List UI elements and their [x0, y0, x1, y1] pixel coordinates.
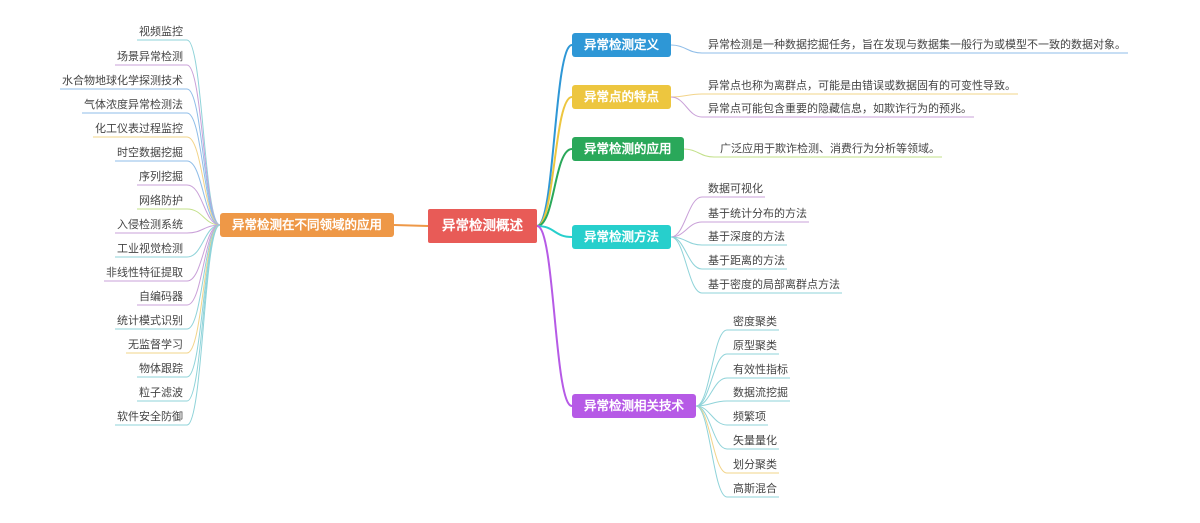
- right-leaf-item[interactable]: 有效性指标: [733, 363, 788, 376]
- connector-line: [536, 225, 573, 238]
- right-leaf-item[interactable]: 密度聚类: [733, 315, 777, 328]
- connector-line: [670, 236, 703, 294]
- left-leaf-item[interactable]: 自编码器: [139, 290, 183, 303]
- right-leaf-item[interactable]: 原型聚类: [733, 339, 777, 352]
- right-leaf-item[interactable]: 异常检测是一种数据挖掘任务，旨在发现与数据集一般行为或模型不一致的数据对象。: [708, 38, 1126, 51]
- right-leaf-item[interactable]: 矢量量化: [733, 434, 777, 447]
- right-leaf-item[interactable]: 基于密度的局部离群点方法: [708, 278, 840, 291]
- right-leaf-item[interactable]: 频繁项: [733, 410, 766, 423]
- left-leaf-item[interactable]: 软件安全防御: [117, 410, 183, 423]
- branch-node-methods[interactable]: 异常检测方法: [572, 225, 672, 249]
- left-leaf-item[interactable]: 气体浓度异常检测法: [84, 98, 183, 111]
- connector-line: [186, 224, 221, 378]
- left-leaf-item[interactable]: 时空数据挖掘: [117, 146, 183, 159]
- connector-line: [186, 224, 221, 426]
- connector-line: [186, 224, 221, 306]
- left-leaf-item[interactable]: 视频监控: [139, 25, 183, 38]
- connector-line: [695, 353, 728, 407]
- right-leaf-item[interactable]: 划分聚类: [733, 458, 777, 471]
- connector-line: [670, 221, 703, 238]
- connector-line: [536, 148, 573, 227]
- branch-node-related-techniques[interactable]: 异常检测相关技术: [572, 394, 697, 418]
- left-leaf-item[interactable]: 统计模式识别: [117, 314, 183, 327]
- branch-node-characteristics[interactable]: 异常点的特点: [572, 85, 672, 109]
- right-leaf-item[interactable]: 基于距离的方法: [708, 254, 785, 267]
- connector-line: [536, 225, 573, 407]
- connector-line: [683, 148, 715, 158]
- left-leaf-item[interactable]: 入侵检测系统: [117, 218, 183, 231]
- right-leaf-item[interactable]: 数据可视化: [708, 182, 763, 195]
- connector-line: [536, 44, 573, 227]
- left-leaf-item[interactable]: 粒子滤波: [139, 386, 183, 399]
- connector-line: [671, 44, 703, 54]
- branch-node-applications-by-domain[interactable]: 异常检测在不同领域的应用: [220, 213, 395, 237]
- branch-node-definition[interactable]: 异常检测定义: [572, 33, 672, 57]
- left-leaf-item[interactable]: 水合物地球化学探测技术: [62, 74, 183, 87]
- left-leaf-item[interactable]: 网络防护: [139, 194, 183, 207]
- right-leaf-item[interactable]: 基于深度的方法: [708, 230, 785, 243]
- left-leaf-item[interactable]: 化工仪表过程监控: [95, 122, 183, 135]
- connector-line: [670, 196, 703, 238]
- left-leaf-item[interactable]: 序列挖掘: [139, 170, 183, 183]
- connector-line: [186, 224, 221, 354]
- right-leaf-item[interactable]: 异常点也称为离群点，可能是由错误或数据固有的可变性导致。: [708, 79, 1016, 92]
- connector-line: [186, 160, 221, 226]
- connector-line: [695, 405, 728, 498]
- connector-line: [186, 64, 221, 226]
- connector-line: [393, 224, 429, 227]
- right-leaf-item[interactable]: 异常点可能包含重要的隐藏信息，如欺诈行为的预兆。: [708, 102, 972, 115]
- connector-line: [671, 93, 703, 98]
- left-leaf-item[interactable]: 非线性特征提取: [106, 266, 183, 279]
- right-leaf-item[interactable]: 数据流挖掘: [733, 386, 788, 399]
- connector-line: [186, 208, 221, 226]
- left-leaf-item[interactable]: 物体跟踪: [139, 362, 183, 375]
- connector-line: [186, 112, 221, 226]
- connector-line: [695, 329, 728, 407]
- left-leaf-item[interactable]: 工业视觉检测: [117, 242, 183, 255]
- left-leaf-item[interactable]: 无监督学习: [128, 338, 183, 351]
- connector-line: [536, 96, 573, 227]
- branch-node-applications[interactable]: 异常检测的应用: [572, 137, 684, 161]
- connector-line: [695, 405, 728, 450]
- right-leaf-item[interactable]: 基于统计分布的方法: [708, 207, 807, 220]
- connector-line: [695, 377, 728, 407]
- connector-line: [670, 96, 703, 118]
- right-leaf-item[interactable]: 高斯混合: [733, 482, 777, 495]
- connector-line: [186, 39, 221, 226]
- root-node[interactable]: 异常检测概述: [428, 209, 537, 243]
- right-leaf-item[interactable]: 广泛应用于欺诈检测、消费行为分析等领域。: [720, 142, 940, 155]
- connector-line: [186, 224, 221, 282]
- connector-line: [186, 184, 221, 226]
- left-leaf-item[interactable]: 场景异常检测: [117, 50, 183, 63]
- connector-line: [186, 88, 221, 226]
- connector-line: [186, 136, 221, 226]
